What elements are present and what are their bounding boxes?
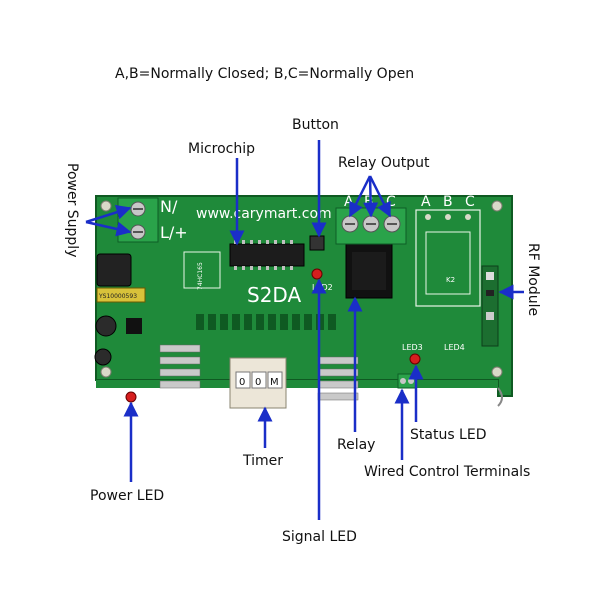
arrow-power-supply-l bbox=[85, 220, 132, 237]
led1-label: LED1 bbox=[104, 397, 125, 406]
arrow-relay-output-b bbox=[363, 175, 379, 218]
relay-contact-c: C bbox=[386, 194, 396, 210]
relay2-contact-c: C bbox=[465, 194, 475, 210]
relay-k2-label: K2 bbox=[446, 276, 455, 284]
timer-digit-2: 0 bbox=[255, 377, 261, 388]
relay-output-callout: Relay Output bbox=[338, 155, 430, 171]
terminal-l-label: L/+ bbox=[160, 223, 188, 242]
power-terminal-block bbox=[117, 197, 159, 243]
relay-callout: Relay bbox=[337, 437, 376, 453]
status-led-callout: Status LED bbox=[410, 427, 487, 443]
wired-control-terminals-callout: Wired Control Terminals bbox=[364, 464, 531, 480]
relay-contact-b: B bbox=[364, 194, 374, 210]
rf-module bbox=[481, 265, 499, 347]
website-label: www.carymart.com bbox=[196, 206, 332, 222]
arrow-relay-output-c bbox=[368, 175, 392, 218]
led4-label: LED4 bbox=[444, 343, 465, 352]
capacitor-code-label: YS10000593 bbox=[98, 293, 137, 300]
microchip bbox=[229, 240, 305, 270]
signal-led-callout: Signal LED bbox=[282, 529, 357, 545]
relay-contact-a: A bbox=[344, 194, 354, 210]
timer-callout: Timer bbox=[243, 453, 284, 469]
wired-control-terminals bbox=[397, 373, 417, 389]
power-led-callout: Power LED bbox=[90, 488, 165, 504]
chip-code-label: 74HC165 bbox=[197, 262, 204, 290]
arrow-relay-output-a bbox=[348, 175, 372, 218]
relay2-contact-a: A bbox=[421, 194, 431, 210]
model-label: S2DA bbox=[247, 283, 301, 307]
button-callout: Button bbox=[292, 117, 339, 133]
timer-digit-1: 0 bbox=[239, 377, 245, 388]
microchip-callout: Microchip bbox=[188, 141, 256, 157]
power-supply-callout: Power Supply bbox=[64, 163, 80, 258]
terminal-n-label: N/ bbox=[160, 197, 178, 216]
contacts-note: A,B=Normally Closed; B,C=Normally Open bbox=[115, 66, 415, 82]
relay-body bbox=[345, 243, 393, 299]
arrow-power-supply-n bbox=[85, 204, 132, 224]
timer-digit-3: M bbox=[270, 377, 279, 388]
led3-label: LED3 bbox=[402, 343, 423, 352]
timer-dip-switch: 0 0 M bbox=[229, 357, 287, 409]
led2-label: LED2 bbox=[312, 283, 333, 292]
rf-module-callout: RF Module bbox=[525, 243, 541, 317]
relay2-contact-b: B bbox=[443, 194, 453, 210]
